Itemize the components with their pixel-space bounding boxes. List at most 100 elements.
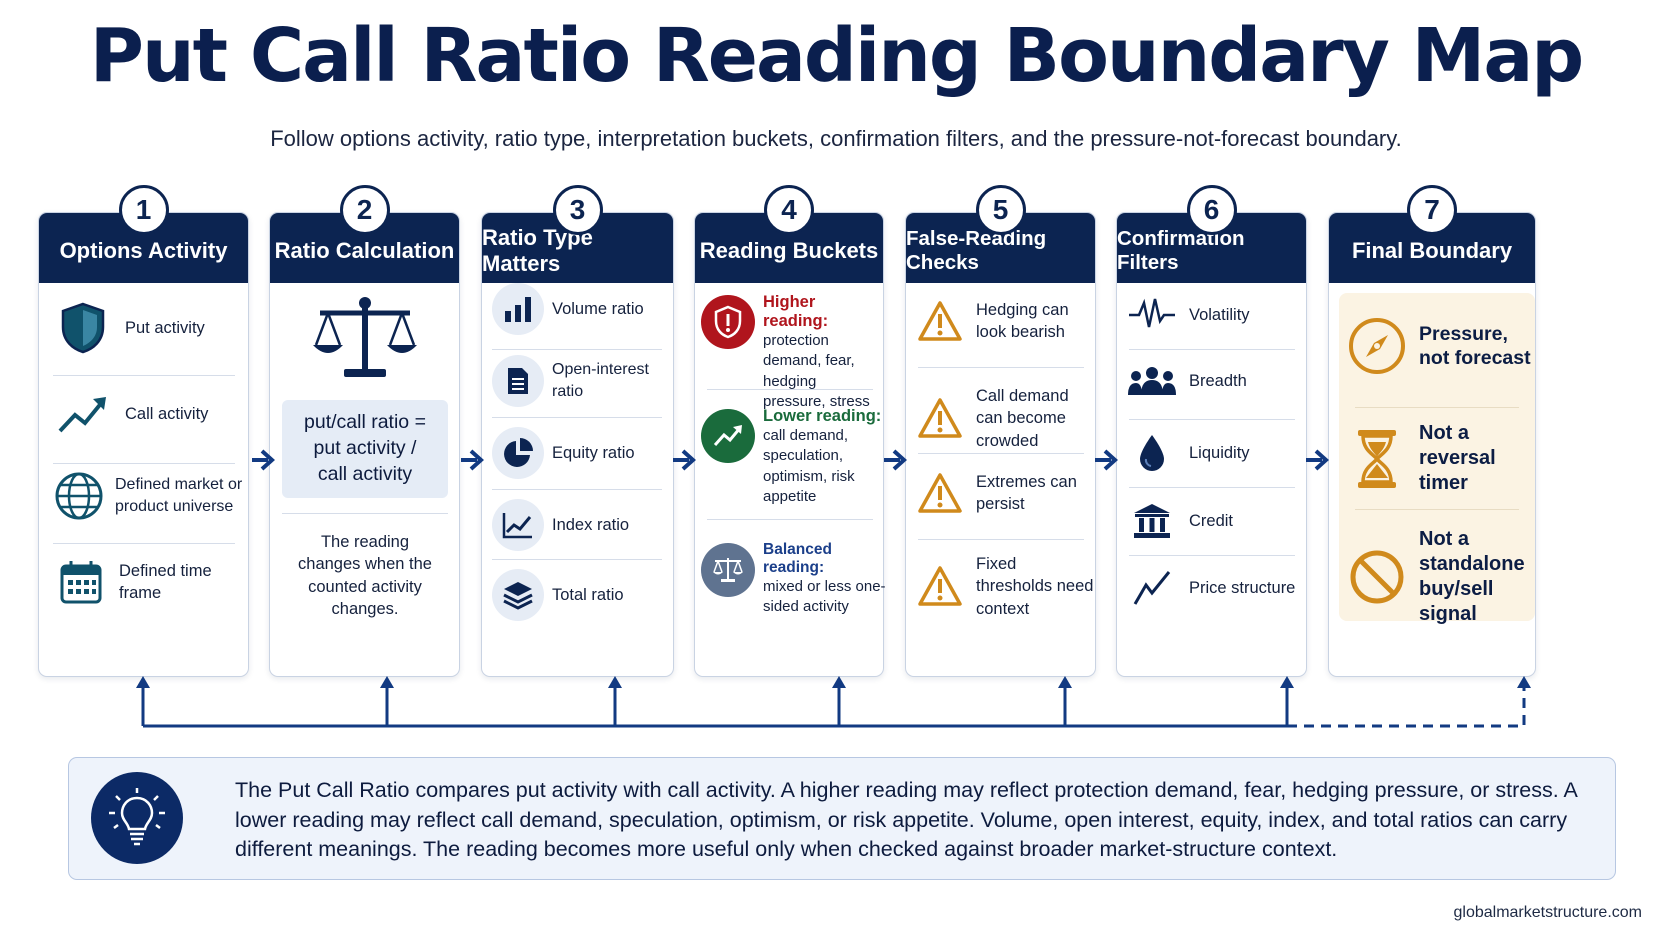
- warning-icon: [916, 472, 964, 514]
- bank-icon: [1127, 503, 1177, 539]
- step-number-badge: 7: [1407, 185, 1457, 235]
- bucket-title: Balanced reading:: [763, 541, 832, 576]
- lightbulb-icon: [91, 772, 183, 864]
- page-title: Put Call Ratio Reading Boundary Map: [89, 13, 1584, 99]
- ratio-note: The reading changes when the counted act…: [298, 533, 432, 618]
- panel-ratio-calculation: 2 Ratio Calculation put/call ratio = put…: [269, 185, 460, 677]
- page-subtitle: Follow options activity, ratio type, int…: [270, 126, 1402, 151]
- scale-icon: [310, 295, 420, 383]
- scale-icon: [701, 543, 755, 597]
- arrow-right-icon: [461, 449, 484, 471]
- formula-text: put/call ratio = put activity / call act…: [304, 411, 426, 485]
- item-label: Total ratio: [552, 585, 624, 604]
- bucket-title: Lower reading:: [763, 407, 882, 425]
- list-item: Defined time frame: [57, 559, 247, 605]
- source-credit: globalmarketstructure.com: [1453, 904, 1642, 921]
- item-label: Equity ratio: [552, 443, 635, 462]
- prohibited-icon: [1347, 549, 1407, 605]
- item-label: Hedging can look bearish: [976, 301, 1069, 342]
- layers-icon: [492, 569, 544, 621]
- step-number-badge: 2: [339, 185, 390, 235]
- step-number-badge: 5: [975, 185, 1026, 235]
- globe-icon: [53, 471, 105, 521]
- panel-false-reading-checks: 5 False-Reading Checks Hedging can look …: [905, 185, 1096, 677]
- bar-chart-icon: [492, 283, 544, 335]
- pulse-icon: [1127, 297, 1177, 333]
- list-item: Fixed thresholds need context: [916, 553, 1094, 620]
- summary-box: The Put Call Ratio compares put activity…: [68, 757, 1616, 880]
- list-item: Liquidity: [1127, 433, 1305, 473]
- item-label: Call demand can become crowded: [976, 387, 1069, 450]
- list-item: Volume ratio: [492, 283, 672, 335]
- arrow-right-icon: [673, 449, 696, 471]
- list-item: Call activity: [57, 393, 242, 435]
- formula-box: put/call ratio = put activity / call act…: [282, 400, 448, 498]
- item-label: Liquidity: [1189, 443, 1250, 462]
- list-item: Extremes can persist: [916, 471, 1094, 516]
- droplet-icon: [1127, 433, 1177, 473]
- line-chart-icon: [492, 499, 544, 551]
- item-label: Price structure: [1189, 578, 1296, 597]
- arrow-right-icon: [1095, 449, 1118, 471]
- bucket-text: protection demand, fear, hedging pressur…: [763, 332, 870, 410]
- list-item: Pressure, not forecast: [1347, 317, 1535, 375]
- list-item: Breadth: [1127, 365, 1305, 397]
- warning-icon: [916, 397, 964, 439]
- item-label: Volatility: [1189, 305, 1250, 324]
- alert-shield-icon: [701, 295, 755, 349]
- panel-final-boundary: 7 Final Boundary Pressure, not forecast …: [1328, 185, 1536, 677]
- hourglass-icon: [1347, 428, 1407, 490]
- list-item: Call demand can become crowded: [916, 385, 1094, 452]
- arrow-right-icon: [1306, 449, 1329, 471]
- item-label: Index ratio: [552, 515, 630, 534]
- item-label: Not a reversal timer: [1419, 422, 1496, 494]
- list-item: Not a reversal timer: [1347, 421, 1535, 496]
- panel-ratio-type: 3 Ratio Type Matters Volume ratio Open-i…: [481, 185, 677, 677]
- warning-icon: [916, 300, 964, 342]
- list-item: Hedging can look bearish: [916, 299, 1094, 344]
- panel-confirmation-filters: 6 Confirmation Filters Volatility Breadt…: [1116, 185, 1307, 677]
- list-item: Volatility: [1127, 297, 1305, 333]
- people-icon: [1127, 365, 1177, 397]
- bucket-balanced: Balanced reading: mixed or less one-side…: [701, 541, 887, 618]
- item-label: Volume ratio: [552, 299, 644, 318]
- document-icon: [492, 355, 544, 407]
- item-label: Breadth: [1189, 371, 1247, 390]
- list-item: Defined market or product universe: [53, 471, 248, 521]
- pie-chart-icon: [492, 427, 544, 479]
- step-number-badge: 3: [552, 185, 603, 235]
- arrow-right-icon: [252, 449, 275, 471]
- bucket-text: call demand, speculation, optimism, risk…: [763, 427, 855, 505]
- item-label: Open-interest ratio: [552, 361, 649, 400]
- bucket-title: Higher reading:: [763, 293, 829, 330]
- panel-title: Final Boundary: [1329, 213, 1535, 283]
- trend-up-icon: [57, 393, 109, 435]
- arrow-right-icon: [884, 449, 907, 471]
- list-item: Open-interest ratio: [492, 355, 677, 407]
- boundary-card: Pressure, not forecast Not a reversal ti…: [1339, 293, 1535, 625]
- compass-icon: [1347, 317, 1407, 375]
- panel-reading-buckets: 4 Reading Buckets Higher reading: protec…: [694, 185, 887, 677]
- step-number-badge: 6: [1186, 185, 1237, 235]
- list-item: Credit: [1127, 503, 1305, 539]
- bucket-higher: Higher reading: protection demand, fear,…: [701, 293, 883, 412]
- step-number-badge: 1: [118, 185, 169, 235]
- bucket-text: mixed or less one-sided activity: [763, 578, 886, 616]
- panel-options-activity: 1 Options Activity Put activity Call act…: [38, 185, 249, 677]
- item-label: Call activity: [125, 404, 209, 423]
- list-item: Total ratio: [492, 569, 672, 621]
- bucket-lower: Lower reading: call demand, speculation,…: [701, 407, 883, 507]
- list-item: Price structure: [1127, 569, 1305, 607]
- warning-icon: [916, 565, 964, 607]
- list-item: Index ratio: [492, 499, 672, 551]
- feedback-connector: [136, 676, 1531, 728]
- list-item: Equity ratio: [492, 427, 672, 479]
- step-number-badge: 4: [764, 185, 814, 235]
- list-item: Put activity: [57, 301, 242, 355]
- summary-text: The Put Call Ratio compares put activity…: [235, 778, 1577, 862]
- list-item: Not a standalone buy/sell signal: [1347, 527, 1535, 627]
- item-label: Defined time frame: [119, 561, 212, 602]
- trend-up-icon: [701, 409, 755, 463]
- item-label: Put activity: [125, 318, 205, 337]
- item-label: Extremes can persist: [976, 473, 1077, 514]
